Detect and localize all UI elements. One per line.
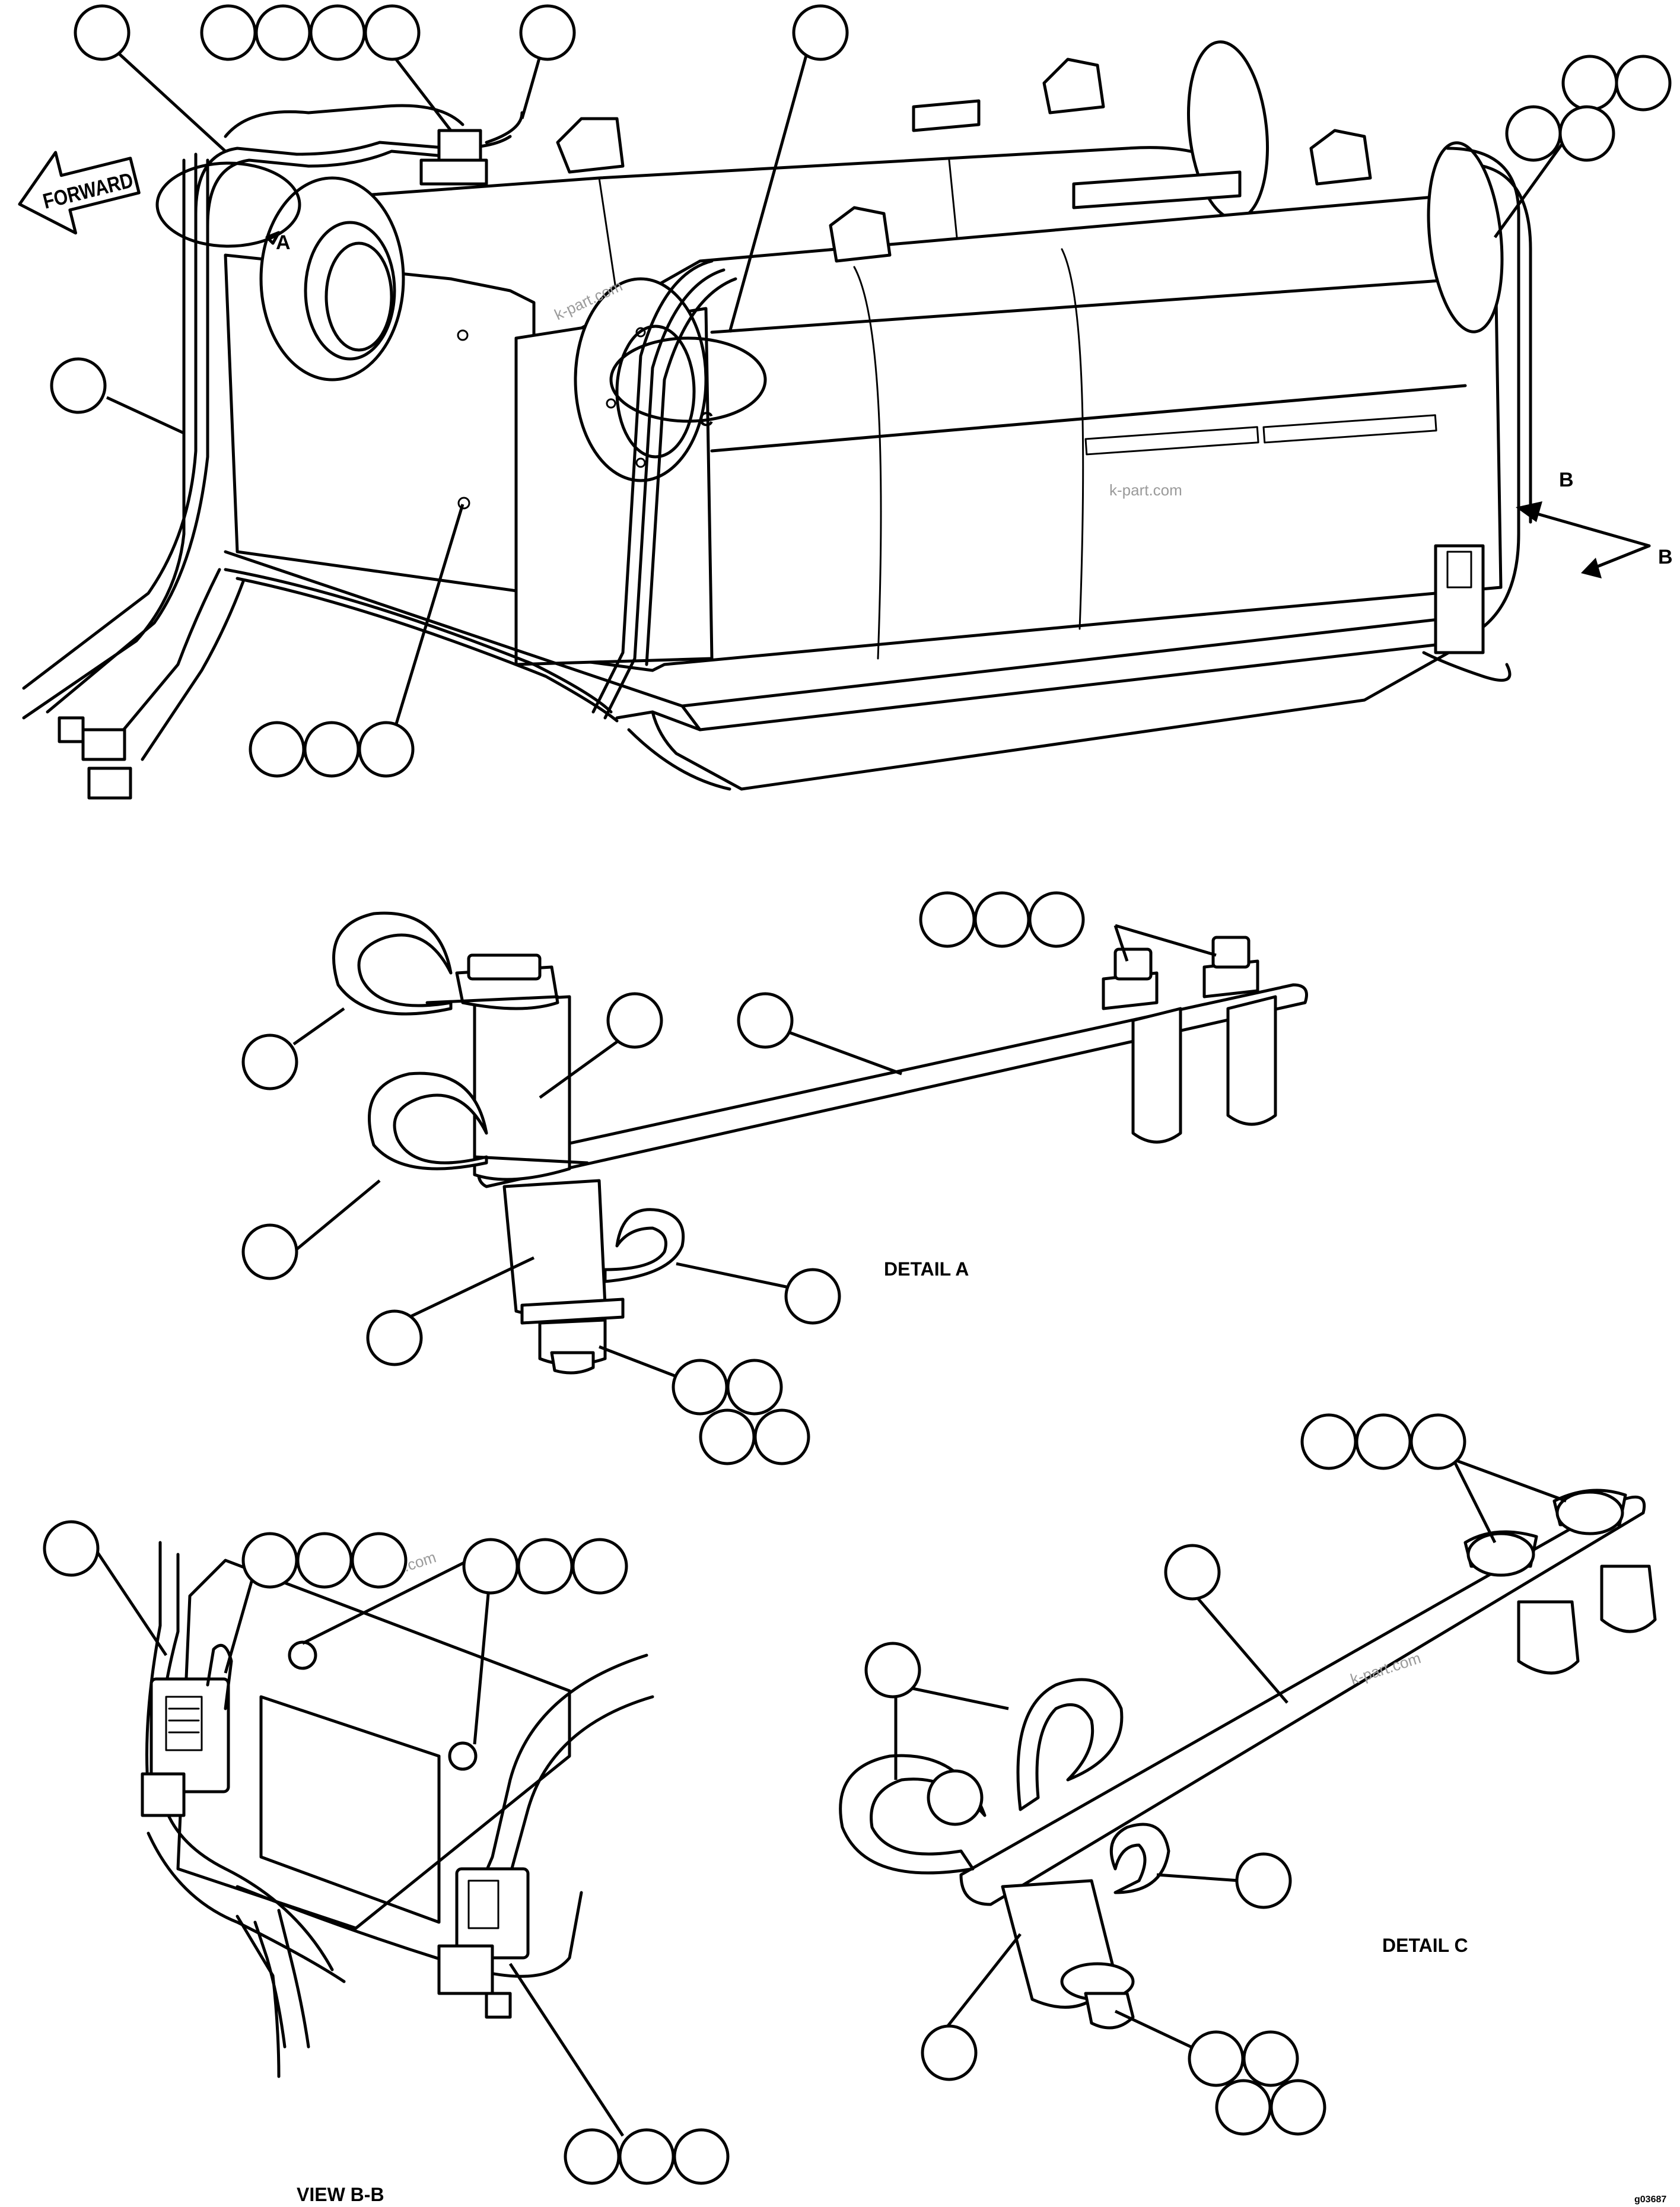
front-tank-end-flange	[1427, 141, 1504, 333]
spacer-lower	[502, 1179, 607, 1318]
view-bb-title: VIEW B-B	[297, 2184, 384, 2205]
callout-bubble	[1300, 1413, 1357, 1470]
callout-bubble	[1269, 2079, 1326, 2136]
p-clamp-middle	[368, 1071, 488, 1171]
left-outlet-flange	[259, 176, 405, 381]
callout-bubble	[737, 992, 794, 1049]
callout-bubble	[43, 1520, 100, 1577]
callout-bubble	[517, 1538, 574, 1595]
callout-bubble	[699, 1408, 756, 1465]
view-bb-callouts	[43, 1520, 730, 2185]
callout-bubble	[296, 1532, 353, 1589]
spacer-upper	[473, 995, 571, 1181]
callout-bubble	[1409, 1413, 1466, 1470]
callout-bubble	[364, 4, 421, 61]
callout-bubble	[241, 1532, 298, 1589]
callout-bubble	[1164, 1544, 1221, 1601]
watermark-2: k-part.com	[1109, 481, 1182, 499]
callout-bubble	[571, 1538, 628, 1595]
callout-bubble	[1355, 1413, 1412, 1470]
callout-bubble	[74, 4, 131, 61]
detail-c-marker: C	[699, 408, 714, 431]
mounting-plate	[176, 1559, 571, 1930]
detail-c-marker-ring	[609, 336, 767, 423]
drawing-id: g03687	[1634, 2195, 1666, 2205]
wire-harness-left	[22, 152, 209, 720]
view-marker-b1: B	[1559, 469, 1574, 491]
view-b-arrow	[1523, 508, 1651, 548]
p-clamp-lower	[603, 1208, 685, 1283]
callout-bubble	[1028, 891, 1085, 948]
detail-c-callouts	[864, 1413, 1466, 2136]
callout-bubble	[753, 1408, 810, 1465]
callout-bubble	[1215, 2079, 1272, 2136]
callout-bubble	[1505, 105, 1562, 162]
callout-bubble	[1188, 2030, 1245, 2087]
callout-bubble	[303, 721, 360, 778]
detail-a-title: DETAIL A	[884, 1258, 969, 1280]
callout-bubble	[200, 4, 257, 61]
callout-bubble	[241, 1033, 298, 1090]
callout-bubble	[672, 1359, 728, 1416]
p-clamp-right-c	[1016, 1678, 1124, 1811]
main-assembly-view: A C FORWARD B B k-part.com k-part.com	[18, 4, 1673, 800]
detail-a-marker: A	[276, 231, 291, 254]
callout-bubble	[358, 721, 415, 778]
callout-bubble	[1615, 55, 1672, 112]
p-clamp-lower-c	[1109, 1823, 1170, 1894]
callout-bubble	[919, 891, 976, 948]
callout-bubble	[792, 4, 849, 61]
callout-bubble	[1561, 55, 1618, 112]
callout-bubble	[921, 2024, 978, 2081]
callout-bubble	[618, 2128, 675, 2185]
callout-bubble	[519, 4, 576, 61]
callout-bubble	[606, 992, 663, 1049]
callout-bubble	[241, 1223, 298, 1280]
callout-bubble	[564, 2128, 621, 2185]
callout-bubble	[351, 1532, 408, 1589]
detail-a-marker-ring	[155, 161, 301, 248]
callout-bubble	[462, 1538, 519, 1595]
callout-bubble	[366, 1309, 423, 1366]
p-clamp-top	[332, 911, 453, 1016]
callout-bubble	[1558, 105, 1615, 162]
callout-bubble-group-1	[50, 4, 1672, 778]
mounting-bar-c	[959, 1495, 1646, 1906]
callout-bubble	[726, 1359, 783, 1416]
callout-bubble	[673, 2128, 730, 2185]
detail-a-callouts	[241, 891, 1085, 1465]
view-marker-b2: B	[1658, 546, 1673, 568]
callout-bubble	[1235, 1852, 1292, 1909]
detail-a-view: DETAIL A	[241, 891, 1308, 1465]
callout-bubble	[254, 4, 311, 61]
view-bb: k-part.com VIEW B-B	[43, 1520, 730, 2205]
callout-bubble	[973, 891, 1030, 948]
callout-bubble	[784, 1268, 841, 1325]
detail-c-title: DETAIL C	[1382, 1935, 1468, 1956]
mounting-bar	[477, 983, 1308, 1188]
detail-c-view: k-part.com DETAIL C	[839, 1413, 1657, 2136]
callout-bubble	[1242, 2030, 1299, 2087]
callout-bubble	[864, 1642, 921, 1699]
callout-bubble	[309, 4, 366, 61]
callout-bubble	[50, 357, 107, 414]
callout-bubble	[249, 721, 306, 778]
forward-arrow: FORWARD	[18, 151, 141, 235]
